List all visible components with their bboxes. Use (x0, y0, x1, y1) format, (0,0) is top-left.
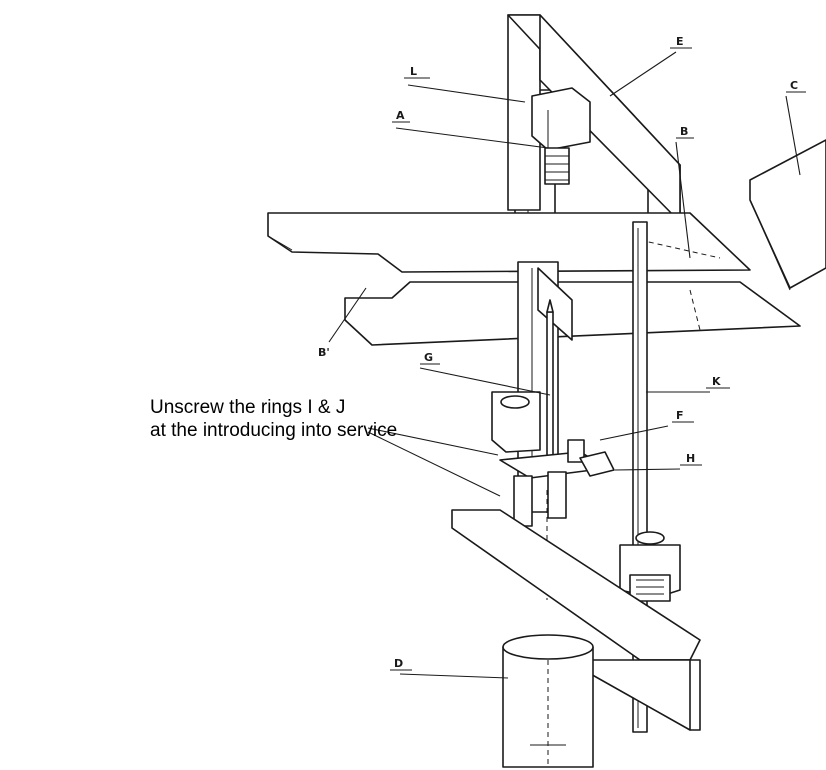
frame-e (507, 14, 681, 223)
label-d: D (394, 657, 403, 670)
label-l: L (410, 65, 417, 78)
label-b: B (680, 125, 688, 138)
note-arrows (367, 427, 501, 497)
label-k: K (712, 375, 721, 388)
plate-c (749, 139, 826, 291)
label-c: C (790, 79, 798, 92)
cylinder-d (502, 634, 594, 768)
collar-j (619, 531, 681, 602)
label-leaders (328, 47, 806, 679)
label-f: F (676, 409, 684, 422)
instruction-line-2: at the introducing into service (150, 420, 398, 441)
collar-i (491, 391, 541, 453)
label-a: A (396, 109, 405, 122)
needle-g (546, 299, 554, 473)
diagram-labels: L A E B C B' G K F H D (318, 35, 798, 670)
label-e: E (676, 35, 684, 48)
label-g: G (424, 351, 433, 364)
instruction-line-1: Unscrew the rings I & J (150, 397, 346, 418)
instruction-note: Unscrew the rings I & J at the introduci… (150, 396, 397, 442)
label-h: H (686, 452, 695, 465)
upper-plate (267, 212, 751, 273)
label-b-prime: B' (318, 346, 330, 359)
bracket-a (531, 87, 591, 185)
base-plate (451, 509, 701, 731)
